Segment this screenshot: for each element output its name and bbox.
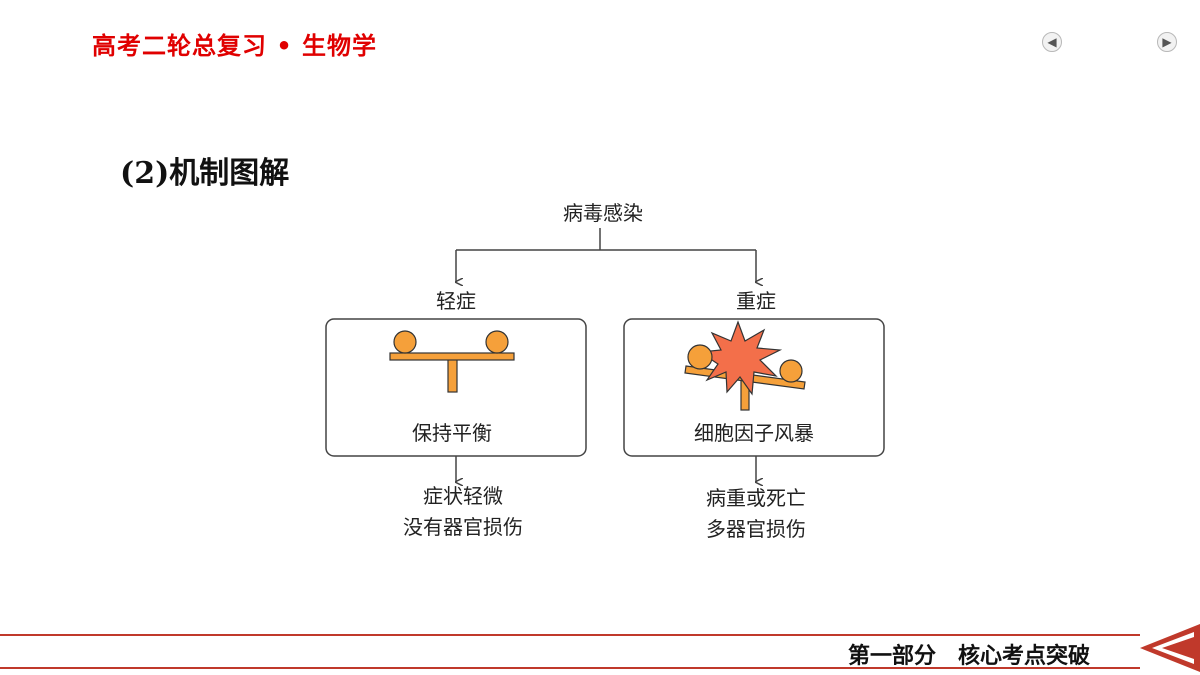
- back-arrow-icon[interactable]: [1136, 622, 1200, 674]
- prev-arrow-icon[interactable]: ◀: [1042, 32, 1062, 52]
- next-arrow-icon[interactable]: ▶: [1157, 32, 1177, 52]
- footer-divider-bottom: [0, 667, 1140, 669]
- severe-label: 重症: [736, 289, 776, 313]
- mild-outcome-line2: 没有器官损伤: [403, 515, 523, 539]
- footer-divider-top: [0, 634, 1140, 636]
- mild-label: 轻症: [436, 289, 476, 313]
- mild-outcome-line1: 症状轻微: [423, 484, 503, 508]
- cytokine-storm-icon: [684, 320, 806, 411]
- root-label: 病毒感染: [563, 201, 643, 225]
- branch-connectors: [456, 228, 756, 482]
- severe-outcome-line1: 病重或死亡: [706, 486, 806, 510]
- severe-state: 细胞因子风暴: [694, 421, 814, 445]
- footer-section-label: 第一部分 核心考点突破: [848, 644, 1091, 669]
- mild-state: 保持平衡: [412, 421, 492, 445]
- section-heading: (2)机制图解: [120, 156, 290, 191]
- balanced-scale-icon: [389, 330, 515, 393]
- severe-outcome-line2: 多器官损伤: [706, 517, 806, 541]
- course-title: 高考二轮总复习 • 生物学: [92, 32, 378, 60]
